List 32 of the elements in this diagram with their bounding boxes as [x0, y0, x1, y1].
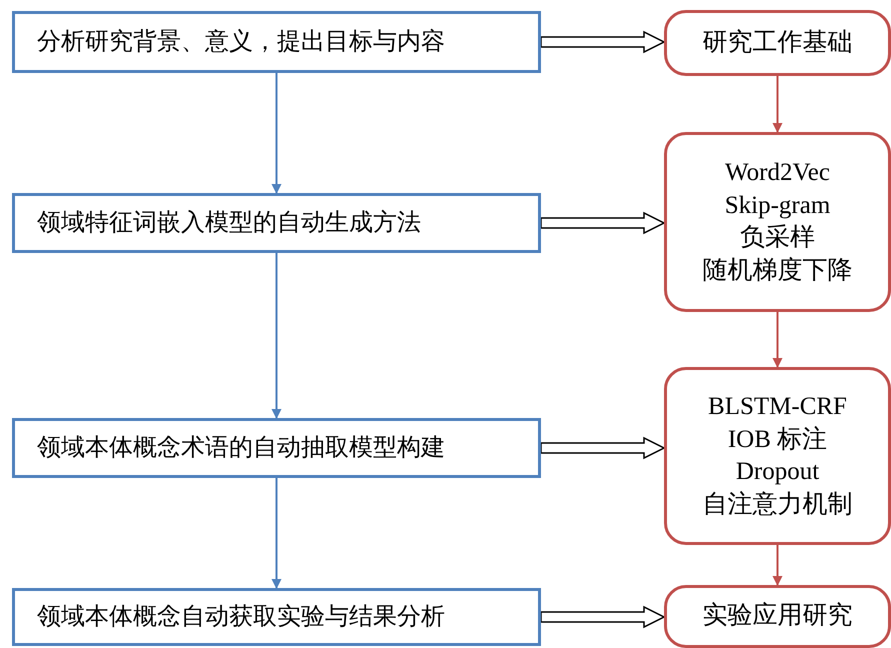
- process-box: [12, 418, 541, 478]
- rounded-box: [664, 585, 891, 648]
- rounded-box: [664, 367, 891, 545]
- block-arrow: [540, 606, 666, 628]
- arrow: [272, 478, 282, 589]
- node-text: 自注意力机制: [702, 490, 852, 520]
- node-text: 研究工作基础: [702, 28, 852, 58]
- node-text: BLSTM-CRF: [708, 392, 847, 422]
- arrow: [772, 76, 782, 133]
- process-box: [12, 193, 541, 253]
- node-text: Skip-gram: [724, 190, 830, 220]
- node-text: IOB 标注: [728, 424, 828, 454]
- node-text: 领域特征词嵌入模型的自动生成方法: [37, 208, 421, 238]
- rounded-box: [664, 10, 891, 76]
- node-text: 领域本体概念术语的自动抽取模型构建: [37, 434, 445, 462]
- node-text: Word2Vec: [725, 158, 830, 188]
- process-box: [12, 588, 541, 646]
- node-text: 领域本体概念自动获取实验与结果分析: [37, 602, 445, 632]
- block-arrow: [540, 436, 666, 460]
- block-arrow: [540, 30, 666, 54]
- node-text: 实验应用研究: [702, 601, 852, 632]
- arrow: [272, 253, 282, 419]
- node-text: 负采样: [740, 223, 815, 253]
- block-arrow: [540, 212, 666, 234]
- arrow: [272, 73, 282, 194]
- rounded-box: [664, 132, 891, 312]
- arrow: [772, 312, 782, 368]
- node-text: 分析研究背景、意义，提出目标与内容: [37, 28, 445, 56]
- arrow: [772, 545, 782, 586]
- process-box: [12, 11, 541, 73]
- node-text: Dropout: [736, 457, 820, 487]
- node-text: 随机梯度下降: [702, 256, 852, 286]
